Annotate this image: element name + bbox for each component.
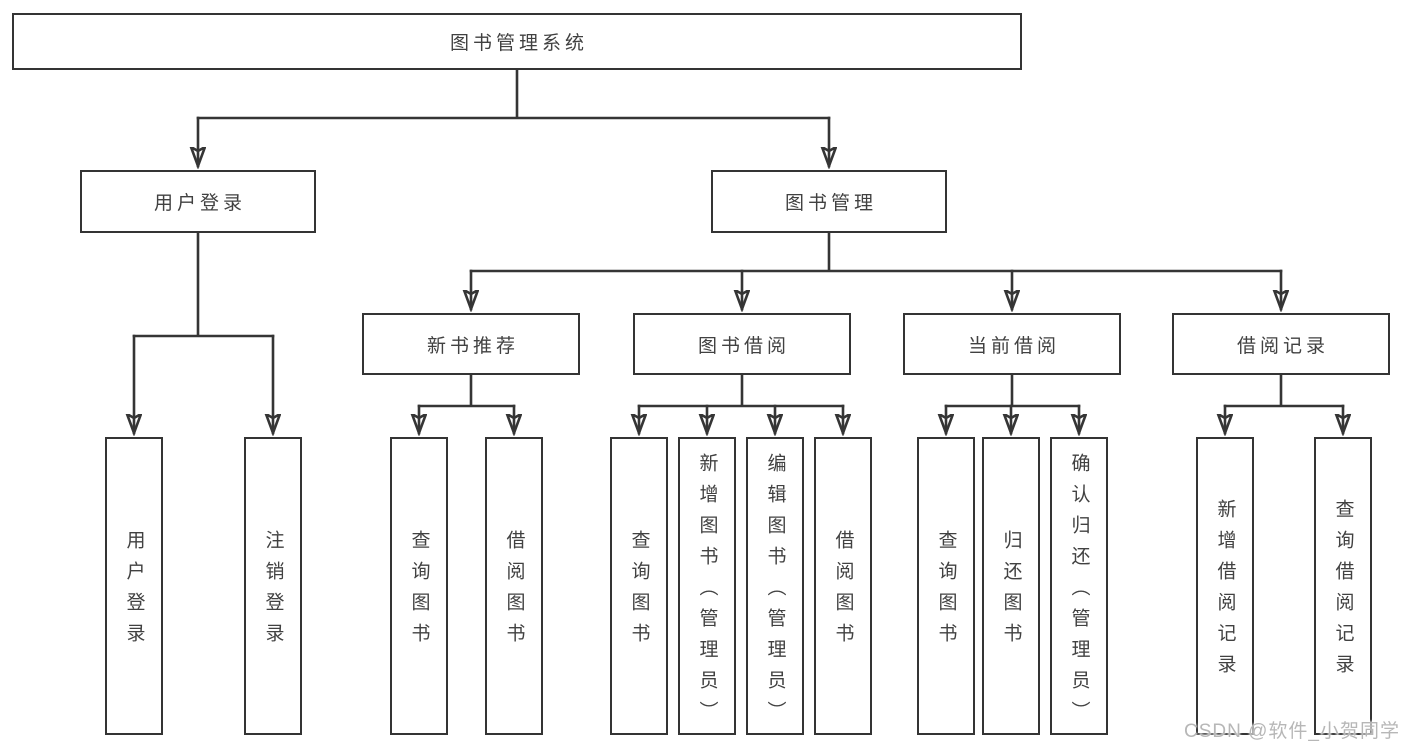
node-cb-confirm-return-admin-label: 确认归还（管理员） xyxy=(1068,452,1090,732)
node-bb-edit-books-admin: 编辑图书（管理员） xyxy=(746,437,804,735)
node-ul-user-login-label: 用户登录 xyxy=(123,530,145,654)
node-bb-add-books-admin-label: 新增图书（管理员） xyxy=(696,452,718,732)
node-bb-borrow-books-label: 借阅图书 xyxy=(832,530,854,654)
node-book-mgmt: 图书管理 xyxy=(711,170,947,233)
node-nb-query-books: 查询图书 xyxy=(390,437,448,735)
node-root-label: 图书管理系统 xyxy=(449,33,588,54)
node-cb-return-books-label: 归还图书 xyxy=(1000,530,1022,654)
node-book-mgmt-label: 图书管理 xyxy=(784,193,877,214)
node-cb-return-books: 归还图书 xyxy=(982,437,1040,735)
node-borrow-records: 借阅记录 xyxy=(1172,313,1390,375)
node-bb-query-books-label: 查询图书 xyxy=(628,530,650,654)
edge-borrow-records-trunk xyxy=(1223,373,1345,408)
node-br-query-borrow-record: 查询借阅记录 xyxy=(1314,437,1372,735)
node-current-borrow: 当前借阅 xyxy=(903,313,1121,375)
node-ul-user-login: 用户登录 xyxy=(105,437,163,735)
node-nb-borrow-books: 借阅图书 xyxy=(485,437,543,735)
node-new-books-label: 新书推荐 xyxy=(426,335,519,357)
watermark: CSDN @软件_小贺同学 xyxy=(1184,721,1400,742)
edge-book-mgmt-trunk xyxy=(469,231,1283,273)
node-new-books: 新书推荐 xyxy=(362,313,580,375)
node-cb-query-books: 查询图书 xyxy=(917,437,975,735)
node-nb-query-books-label: 查询图书 xyxy=(408,530,430,654)
node-br-query-borrow-record-label: 查询借阅记录 xyxy=(1332,499,1354,685)
node-br-add-borrow-record: 新增借阅记录 xyxy=(1196,437,1254,735)
node-ul-logout-label: 注销登录 xyxy=(262,530,284,654)
edge-current-borrow-trunk xyxy=(944,373,1081,408)
node-borrow-records-label: 借阅记录 xyxy=(1236,335,1329,357)
node-bb-query-books: 查询图书 xyxy=(610,437,668,735)
edge-root-trunk xyxy=(196,68,831,120)
edge-user-login-trunk xyxy=(132,231,275,338)
node-nb-borrow-books-label: 借阅图书 xyxy=(503,530,525,654)
node-book-borrow: 图书借阅 xyxy=(633,313,851,375)
node-br-add-borrow-record-label: 新增借阅记录 xyxy=(1214,499,1236,685)
node-cb-confirm-return-admin: 确认归还（管理员） xyxy=(1050,437,1108,735)
node-bb-borrow-books: 借阅图书 xyxy=(814,437,872,735)
node-bb-edit-books-admin-label: 编辑图书（管理员） xyxy=(764,452,786,732)
node-cb-query-books-label: 查询图书 xyxy=(935,530,957,654)
node-user-login-label: 用户登录 xyxy=(153,193,246,214)
edge-book-borrow-trunk xyxy=(637,373,845,408)
node-book-borrow-label: 图书借阅 xyxy=(697,335,790,357)
node-bb-add-books-admin: 新增图书（管理员） xyxy=(678,437,736,735)
node-user-login: 用户登录 xyxy=(80,170,316,233)
node-root: 图书管理系统 xyxy=(12,13,1022,70)
edge-new-books-trunk xyxy=(417,373,516,408)
node-ul-logout: 注销登录 xyxy=(244,437,302,735)
node-current-borrow-label: 当前借阅 xyxy=(967,335,1060,357)
